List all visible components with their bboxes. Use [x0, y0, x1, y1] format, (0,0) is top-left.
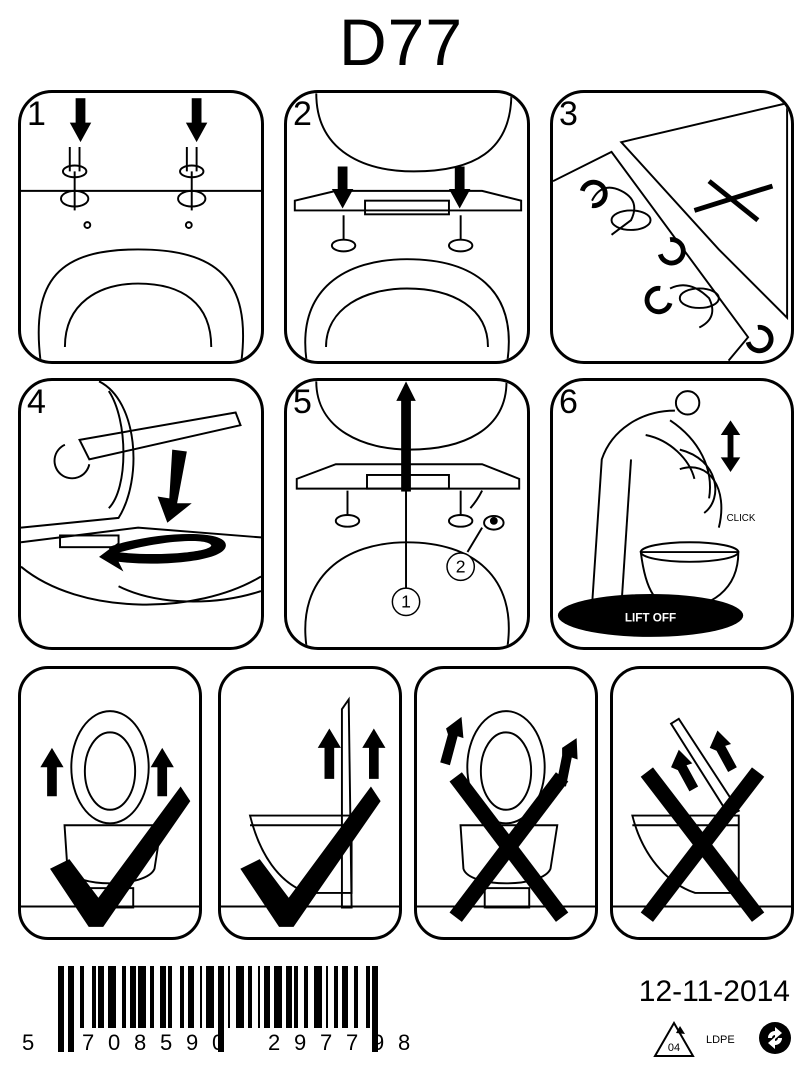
toilet-lid-vertical-illustration	[221, 696, 399, 927]
barcode-digit: 7	[346, 1030, 359, 1055]
green-dot-icon	[759, 1022, 791, 1054]
barcode-bar	[236, 966, 244, 1028]
barcode-bar	[160, 966, 166, 1028]
toilet-lid-leaning-illustration	[613, 717, 791, 922]
barcode-bar	[98, 966, 104, 1028]
barcode-bar	[334, 966, 338, 1028]
print-date: 12-11-2014	[638, 975, 790, 1008]
step-number: 5	[293, 383, 312, 421]
barcode-bar	[58, 966, 64, 1052]
barcode-bar	[366, 966, 370, 1028]
cross-icon	[640, 767, 765, 922]
step-5-illustration: 1 2	[295, 381, 521, 647]
barcode-bar	[314, 966, 322, 1028]
barcode-lead-digit: 5	[22, 1030, 35, 1055]
step-2-illustration	[293, 93, 523, 361]
step-2-panel: 2	[284, 90, 530, 364]
toilet-lid-tilted-illustration	[417, 710, 595, 922]
checkmark-icon	[50, 786, 191, 927]
barcode-bar	[354, 966, 358, 1028]
barcode-bar	[130, 966, 136, 1028]
barcode-bar	[206, 966, 214, 1028]
step-6-illustration: CLICK LIFT OFF	[557, 390, 756, 637]
usage-panel-incorrect-1	[414, 666, 598, 940]
barcode-digit: 5	[160, 1030, 173, 1055]
step-number: 2	[293, 95, 312, 133]
barcode-bar	[188, 966, 194, 1028]
barcode-bar	[150, 966, 154, 1028]
barcode-digit: 0	[108, 1030, 121, 1055]
step-4-illustration	[21, 381, 261, 606]
step-number: 3	[559, 95, 578, 133]
callout-1: 1	[401, 592, 411, 612]
barcode-digit: 2	[268, 1030, 281, 1055]
click-label: CLICK	[727, 513, 756, 524]
barcode-bar	[372, 966, 378, 1052]
barcode-digit: 9	[372, 1030, 385, 1055]
recycling-code: 04	[668, 1042, 680, 1054]
step-4-panel: 4	[18, 378, 264, 650]
barcode-digit: 9	[294, 1030, 307, 1055]
barcode-bar	[304, 966, 308, 1028]
barcode-bar	[228, 966, 230, 1028]
barcode-bar	[68, 966, 74, 1052]
barcode-bar	[138, 966, 146, 1028]
usage-panel-correct-1	[18, 666, 202, 940]
barcode-bar	[218, 966, 224, 1052]
step-3-illustration	[553, 101, 789, 361]
barcode-digit: 9	[186, 1030, 199, 1055]
barcode-bar	[258, 966, 260, 1028]
barcode-digit: 7	[320, 1030, 333, 1055]
barcode	[58, 966, 378, 1052]
barcode-bar	[180, 966, 184, 1028]
cross-icon	[449, 772, 569, 922]
checkmark-icon	[240, 786, 381, 927]
recycle-icon: 04	[653, 1020, 695, 1057]
step-number: 6	[559, 383, 578, 421]
step-1-panel: 1	[18, 90, 264, 364]
step-3-panel: 3	[550, 90, 794, 364]
barcode-bar	[294, 966, 298, 1028]
barcode-digit: 0	[212, 1030, 225, 1055]
barcode-digit: 8	[398, 1030, 411, 1055]
step-5-panel: 1 2 5	[284, 378, 530, 650]
step-6-panel: CLICK LIFT OFF 6	[550, 378, 794, 650]
lift-off-label: LIFT OFF	[625, 611, 676, 624]
usage-panel-correct-2	[218, 666, 402, 940]
barcode-bar	[248, 966, 252, 1028]
callout-2: 2	[456, 557, 466, 577]
barcode-bar	[92, 966, 96, 1028]
barcode-bar	[326, 966, 328, 1028]
barcode-bar	[264, 966, 270, 1028]
barcode-bar	[168, 966, 172, 1028]
usage-panel-incorrect-2	[610, 666, 794, 940]
barcode-digit: 8	[134, 1030, 147, 1055]
barcode-bar	[108, 966, 116, 1028]
barcode-bar	[274, 966, 282, 1028]
barcode-bar	[122, 966, 126, 1028]
barcode-bar	[80, 966, 84, 1028]
barcode-bar	[200, 966, 202, 1028]
barcode-digit: 7	[82, 1030, 95, 1055]
step-number: 1	[27, 95, 46, 133]
step-number: 4	[27, 383, 46, 421]
step-1-illustration	[21, 98, 261, 361]
toilet-lid-up-illustration	[21, 710, 199, 927]
barcode-bar	[286, 966, 292, 1028]
material-label: LDPE	[706, 1034, 735, 1046]
barcode-bar	[342, 966, 348, 1028]
page-title: D77	[338, 5, 464, 79]
